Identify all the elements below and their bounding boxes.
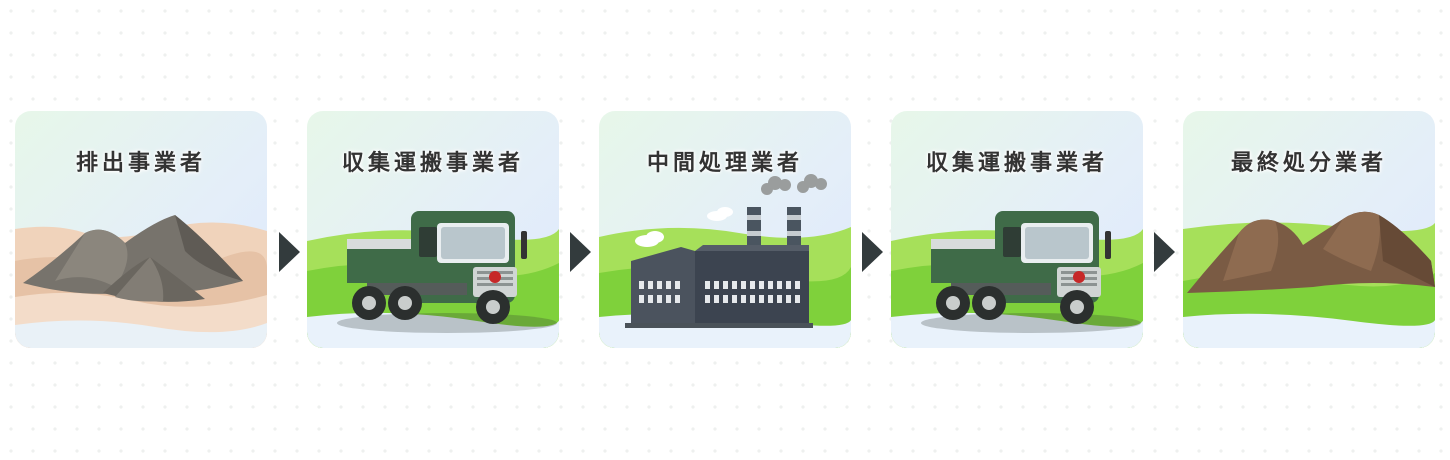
step-title: 収集運搬事業者 <box>925 151 1108 176</box>
step-card-intermediate-processing: 中間処理業者 <box>599 111 851 348</box>
arrow-right-icon <box>1154 232 1175 272</box>
arrow-right-icon <box>570 232 591 272</box>
soil-pile-illustration <box>15 215 267 348</box>
arrow-right-icon <box>279 232 300 272</box>
step-title: 収集運搬事業者 <box>341 151 524 176</box>
step-card-final-disposal: 最終処分業者 <box>1183 111 1435 348</box>
step-title: 排出事業者 <box>75 151 206 176</box>
step-card-collection-transport-2: 収集運搬事業者 <box>891 111 1143 348</box>
factory-illustration <box>599 174 851 348</box>
step-card-collection-transport-1: 収集運搬事業者 <box>307 111 559 348</box>
arrow-right-icon <box>862 232 883 272</box>
dump-truck-illustration <box>307 211 559 348</box>
step-title: 中間処理業者 <box>646 151 803 176</box>
landfill-mound-illustration <box>1183 211 1435 348</box>
dump-truck-illustration <box>891 211 1143 348</box>
step-title: 最終処分業者 <box>1230 151 1387 176</box>
step-card-generator: 排出事業者 <box>15 111 267 348</box>
